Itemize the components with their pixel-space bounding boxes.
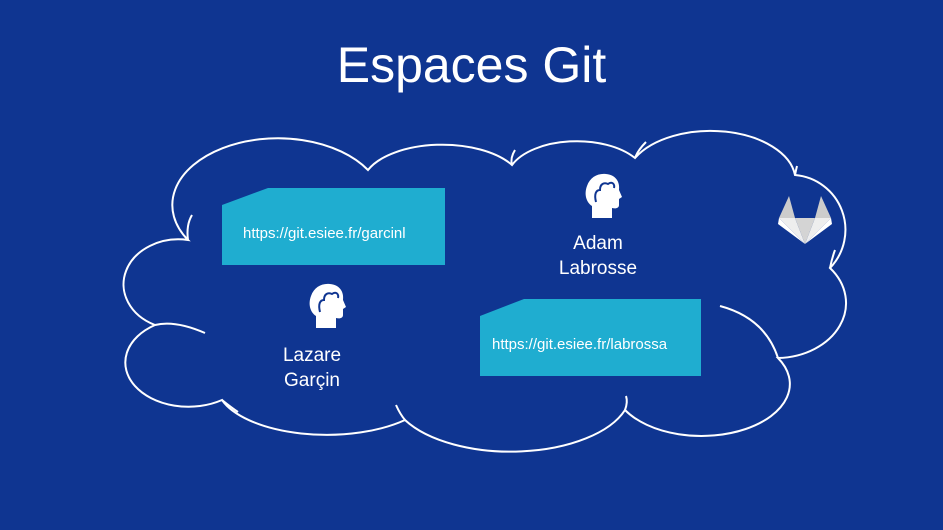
first-name: Lazare xyxy=(282,345,342,366)
url-garcinl[interactable]: https://git.esiee.fr/garcinl xyxy=(243,225,406,242)
gitlab-logo-icon xyxy=(778,196,832,244)
slide-title: Espaces Git xyxy=(336,37,607,93)
person-head-icon xyxy=(585,173,622,218)
first-name: Adam xyxy=(573,233,623,254)
url-box-garcinl xyxy=(222,188,445,265)
last-name: Labrosse xyxy=(558,258,638,279)
user-name-lazare: Lazare Garçin xyxy=(232,343,392,393)
user-name-adam: Adam Labrosse xyxy=(518,231,678,281)
url-box-labrossa xyxy=(480,299,701,376)
person-head-icon xyxy=(309,283,346,328)
url-labrossa[interactable]: https://git.esiee.fr/labrossa xyxy=(492,336,668,353)
last-name: Garçin xyxy=(284,370,340,391)
